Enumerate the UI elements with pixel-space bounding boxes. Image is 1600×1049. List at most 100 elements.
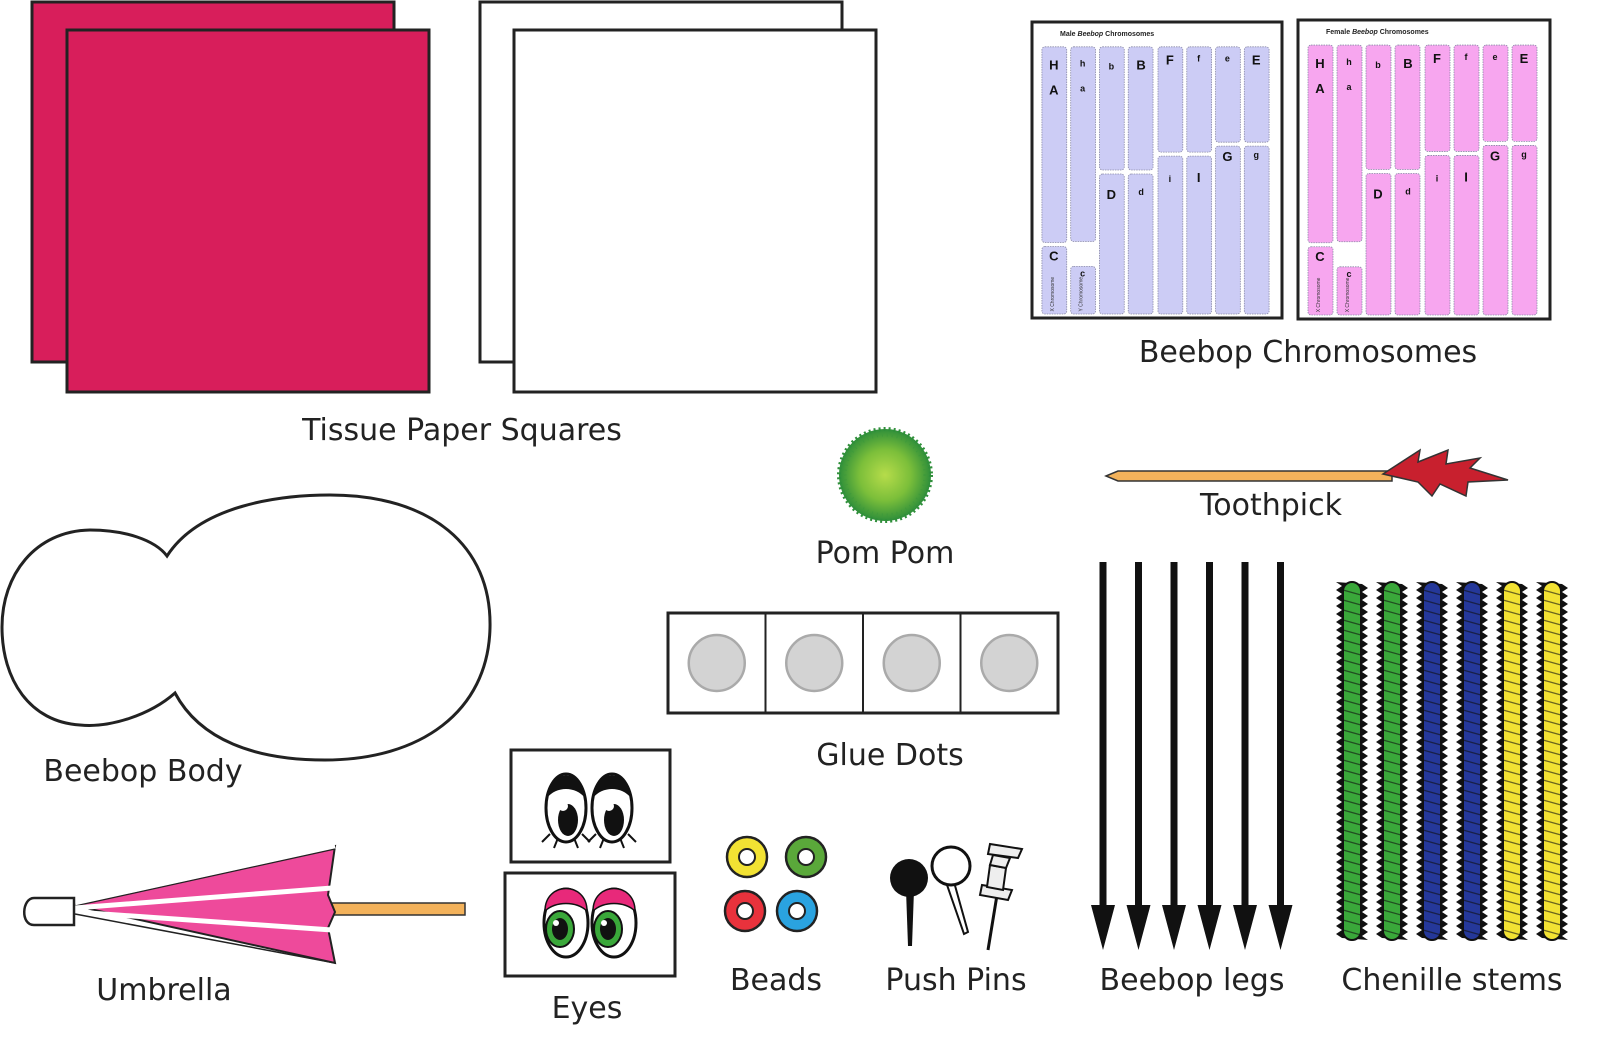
gene-D: D: [1373, 187, 1382, 202]
chenille-twist: [1382, 719, 1402, 726]
chenille-twist: [1422, 789, 1442, 796]
gene-D: D: [1107, 187, 1116, 202]
chenille-twist: [1542, 769, 1562, 776]
chenille-twist: [1422, 839, 1442, 846]
pins-label: Push Pins: [885, 963, 1026, 998]
chenille-twist: [1382, 799, 1402, 806]
chenille-twist: [1502, 899, 1522, 906]
chenille-twist: [1462, 749, 1482, 756]
chenille-twist: [1502, 709, 1522, 716]
chenille-twist: [1462, 789, 1482, 796]
chenille-twist: [1502, 619, 1522, 626]
chenille-twist: [1462, 709, 1482, 716]
chenille-twist: [1462, 639, 1482, 646]
chenille-twist: [1422, 879, 1442, 886]
chenille-twist: [1382, 929, 1402, 936]
chenille-twist: [1342, 699, 1362, 706]
chenille-twist: [1342, 879, 1362, 886]
chromosome-i: [1424, 155, 1451, 316]
chenille-twist: [1382, 619, 1402, 626]
chromosome-I: [1186, 155, 1212, 315]
umbrella-handle: [23, 896, 76, 927]
chenille-twist: [1382, 869, 1402, 876]
beads: [723, 835, 828, 933]
chenille-twist: [1542, 789, 1562, 796]
chenille-twist: [1422, 859, 1442, 866]
gene-B: B: [1403, 56, 1412, 71]
chenille-twist: [1502, 929, 1522, 936]
chenille-twist: [1542, 649, 1562, 656]
chenille-twist: [1462, 699, 1482, 706]
gene-G: G: [1222, 149, 1232, 164]
toothpick-flag: [1381, 448, 1509, 498]
chenille-twist: [1342, 729, 1362, 736]
chenille-twist: [1422, 729, 1442, 736]
chenille-twist: [1542, 659, 1562, 666]
chenille-twist: [1542, 619, 1562, 626]
glue-dot: [687, 633, 746, 693]
pink-tissue-front: [65, 28, 431, 394]
chenille-twist: [1542, 689, 1562, 696]
chromosome-G: [1215, 145, 1241, 315]
chromosome-tag-1: X Chromosome: [1316, 277, 1322, 312]
chenille-twist: [1462, 609, 1482, 616]
chenille-twist: [1342, 639, 1362, 646]
chenille-twist: [1462, 599, 1482, 606]
legs-label: Beebop legs: [1100, 963, 1285, 998]
chenille-twist: [1542, 779, 1562, 786]
sheet-title: Male Beebop Chromosomes: [1060, 31, 1154, 38]
pompom-label: Pom Pom: [816, 536, 955, 571]
gene-I: I: [1197, 170, 1201, 185]
chenille-twist: [1422, 609, 1442, 616]
chenille-twist: [1542, 929, 1562, 936]
gene-f: f: [1465, 52, 1469, 62]
chenille-twist: [1422, 719, 1442, 726]
chromosome-D: [1365, 173, 1392, 316]
chromosome-b: [1099, 46, 1125, 171]
leg-arrowhead: [1162, 905, 1186, 950]
gene-H: H: [1049, 58, 1058, 73]
glue-dots-strip: [666, 611, 1060, 715]
gene-a: a: [1080, 84, 1086, 94]
eyes-black: [509, 748, 672, 864]
chenille-twist: [1502, 839, 1522, 846]
gene-E: E: [1520, 51, 1529, 66]
chenille-twist: [1422, 669, 1442, 676]
chromosome-tag-1: X Chromosome: [1050, 277, 1056, 312]
chenille-twist: [1462, 739, 1482, 746]
chenille-twist: [1342, 779, 1362, 786]
gene-c: c: [1080, 268, 1085, 278]
chenille-twist: [1382, 859, 1402, 866]
gene-f: f: [1197, 54, 1201, 64]
tissue-paper-squares: [30, 0, 878, 394]
chenille-twist: [1502, 869, 1522, 876]
gene-d: d: [1138, 187, 1144, 197]
chenille-twist: [1502, 799, 1522, 806]
toothpick: [1104, 448, 1509, 498]
chromosomes-label: Beebop Chromosomes: [1139, 335, 1477, 370]
gene-G: G: [1490, 148, 1500, 163]
chenille-twist: [1422, 679, 1442, 686]
chenille-twist: [1542, 609, 1562, 616]
chenille-twist: [1342, 749, 1362, 756]
chenille-twist: [1502, 699, 1522, 706]
chromosome-f: [1186, 46, 1212, 153]
bead-hole: [736, 902, 754, 920]
chenille-twist: [1462, 769, 1482, 776]
chenille-label: Chenille stems: [1341, 963, 1562, 998]
chenille-twist: [1542, 669, 1562, 676]
chenille-twist: [1422, 869, 1442, 876]
gene-e: e: [1225, 54, 1230, 64]
chenille-twist: [1342, 819, 1362, 826]
gene-B: B: [1136, 58, 1145, 73]
chenille-twist: [1382, 879, 1402, 886]
chenille-twist: [1382, 639, 1402, 646]
chromosome-tag-2: Y Chromosome: [1079, 277, 1085, 312]
chenille-twist: [1382, 849, 1402, 856]
chenille-twist: [1502, 599, 1522, 606]
chenille-twist: [1542, 759, 1562, 766]
chenille-twist: [1542, 739, 1562, 746]
bead-hole: [738, 848, 756, 866]
chenille-twist: [1422, 619, 1442, 626]
chenille-twist: [1542, 909, 1562, 916]
